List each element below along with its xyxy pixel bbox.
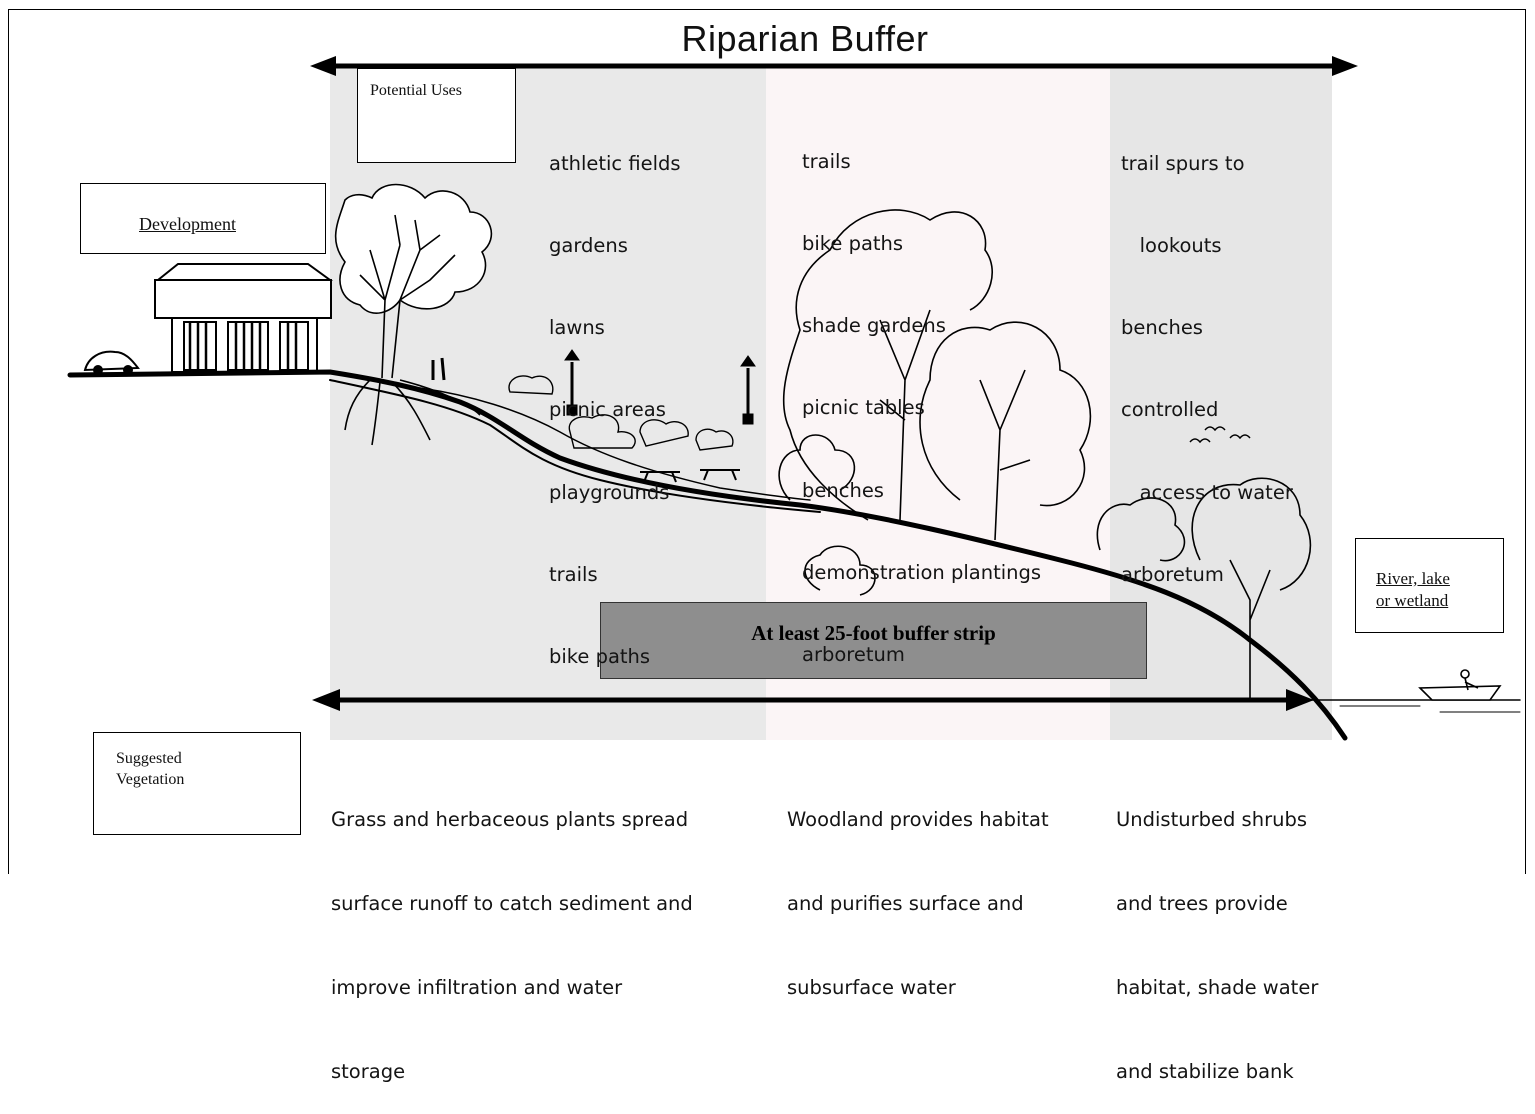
list-item: bike paths [549,643,681,670]
vegetation-line: subsurface water [787,974,1049,1002]
tree-left-drawing [336,185,492,446]
building-drawing [85,264,331,374]
vegetation-line: and stabilize bank [1116,1058,1318,1086]
list-item: controlled [1121,396,1293,423]
vegetation-text-woodland: Woodland provides habitat and purifies s… [787,750,1049,1030]
vegetation-line: and purifies surface and [787,890,1049,918]
vegetation-line: and trees provide [1116,890,1318,918]
vegetation-text-shrubs: Undisturbed shrubs and trees provide hab… [1116,750,1318,1114]
list-item: benches [802,477,1041,504]
list-item: demonstration plantings [802,559,1041,586]
suggested-vegetation-line-1: Suggested [116,748,300,769]
list-item: arboretum [802,641,1041,668]
list-item: playgrounds [549,479,681,506]
vegetation-line: habitat, shade water [1116,974,1318,1002]
vegetation-line: Grass and herbaceous plants spread [331,806,693,834]
uses-list-shrub-zone: trail spurs to lookouts benches controll… [1121,95,1293,616]
list-item: lookouts [1121,232,1293,259]
list-item: arboretum [1121,561,1293,588]
vegetation-line: storage [331,1058,693,1086]
development-label: Development [80,183,326,254]
water-body-label: River, lake or wetland [1355,538,1504,633]
list-item: trails [802,148,1041,175]
vegetation-line: surface runoff to catch sediment and [331,890,693,918]
water-body-line-1: River, lake [1376,568,1503,590]
uses-list-woodland-zone: trails bike paths shade gardens picnic t… [802,93,1041,696]
water-body-line-2: or wetland [1376,590,1503,612]
diagram-title: Riparian Buffer [560,18,1050,60]
vegetation-text-grass: Grass and herbaceous plants spread surfa… [331,750,693,1114]
list-item: lawns [549,314,681,341]
list-item: shade gardens [802,312,1041,339]
potential-uses-label: Potential Uses [357,68,516,163]
list-item: trails [549,561,681,588]
boat-drawing [1420,670,1500,700]
vegetation-line: improve infiltration and water [331,974,693,1002]
list-item: picnic areas [549,396,681,423]
suggested-vegetation-label: Suggested Vegetation [93,732,301,835]
list-item: benches [1121,314,1293,341]
list-item: picnic tables [802,394,1041,421]
uses-list-grass-zone: athletic fields gardens lawns picnic are… [549,95,681,698]
list-item: bike paths [802,230,1041,257]
vegetation-line: Undisturbed shrubs [1116,806,1318,834]
ground-profile [70,372,1520,738]
list-item: gardens [549,232,681,259]
list-item: access to water [1121,479,1293,506]
vegetation-line: Woodland provides habitat [787,806,1049,834]
list-item: athletic fields [549,150,681,177]
list-item: trail spurs to [1121,150,1293,177]
suggested-vegetation-line-2: Vegetation [116,769,300,790]
